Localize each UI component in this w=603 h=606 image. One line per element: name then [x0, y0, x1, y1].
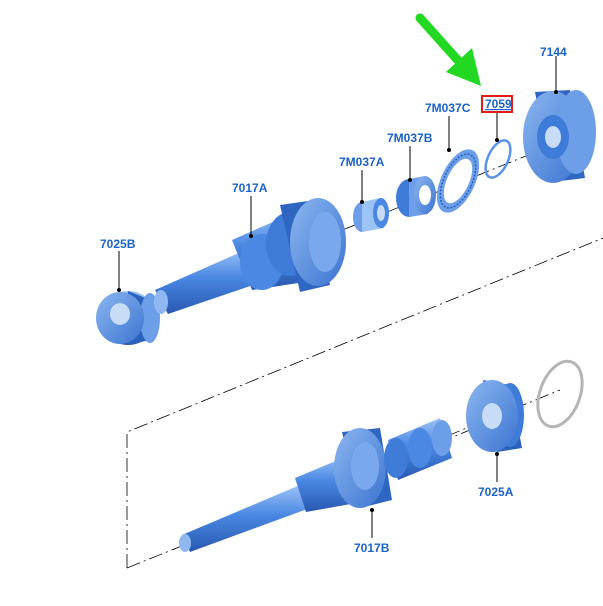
part-7144-gear[interactable]: [523, 90, 596, 183]
label-7025A: 7025A: [478, 485, 514, 499]
part-7025B-bearing[interactable]: [96, 291, 160, 345]
label-7M037A: 7M037A: [339, 155, 385, 169]
part-7M037B-bearing[interactable]: [396, 176, 436, 217]
label-7M037B: 7M037B: [387, 131, 433, 145]
part-7025A-bearing[interactable]: [466, 380, 524, 452]
label-7017A: 7017A: [232, 181, 268, 195]
part-7M037C-thrust-bearing[interactable]: [428, 143, 488, 219]
part-7017A-shaft[interactable]: [154, 198, 346, 314]
label-7059: 7059: [485, 97, 512, 111]
label-7059-highlight-box: [481, 95, 513, 113]
green-pointer-arrow-icon: [415, 13, 481, 86]
gray-seal-ring[interactable]: [530, 355, 591, 433]
label-7025B: 7025B: [100, 237, 136, 251]
part-7017B-shaft[interactable]: [179, 418, 452, 552]
label-7017B: 7017B: [354, 541, 390, 555]
part-7M037A-needle-bearing[interactable]: [353, 198, 389, 232]
leader-lines: [117, 56, 558, 538]
part-7059-snap-ring[interactable]: [480, 137, 515, 182]
label-7144: 7144: [540, 45, 567, 59]
label-7M037C: 7M037C: [425, 101, 471, 115]
